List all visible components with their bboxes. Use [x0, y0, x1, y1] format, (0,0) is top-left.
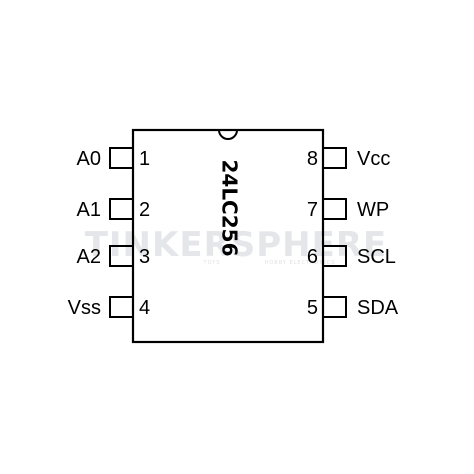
pin-6-lead [322, 245, 347, 267]
left-pins: 1 A0 2 A1 3 A2 4 Vss [68, 147, 150, 319]
pin-7-lead [322, 198, 347, 220]
pin-7-number: 7 [307, 199, 318, 221]
pin-7-label: WP [357, 199, 389, 221]
pin-5: 5 SDA [307, 296, 399, 319]
pin-1: 1 A0 [77, 147, 150, 170]
pin-4: 4 Vss [68, 296, 150, 319]
pin-2-number: 2 [139, 199, 150, 221]
pin-4-label: Vss [68, 297, 101, 319]
pin-8: 8 Vcc [307, 147, 390, 170]
watermark-sub-left: TOYS [203, 260, 221, 266]
chip-body: 24LC256 [131, 128, 325, 344]
pin-8-number: 8 [307, 148, 318, 170]
chip-outline [131, 128, 325, 344]
watermark-sub-right: HOBBY ELECTRONICS [265, 260, 336, 266]
pin-1-label: A0 [77, 148, 101, 170]
pin-6-label: SCL [357, 246, 396, 268]
pin-5-label: SDA [357, 297, 399, 319]
pin-8-lead [322, 147, 347, 169]
pin-5-number: 5 [307, 297, 318, 319]
orientation-notch [218, 129, 238, 140]
pin-2-lead [109, 198, 134, 220]
pin-6-number: 6 [307, 246, 318, 268]
pin-6: 6 SCL [307, 245, 396, 268]
pin-8-label: Vcc [357, 148, 390, 170]
pin-7: 7 WP [307, 198, 389, 221]
pin-5-lead [322, 296, 347, 318]
pin-2-label: A1 [77, 199, 101, 221]
pin-1-lead [109, 147, 134, 169]
chip-name: 24LC256 [218, 159, 242, 256]
pin-3-number: 3 [139, 246, 150, 268]
pin-3: 3 A2 [77, 245, 150, 268]
pin-4-lead [109, 296, 134, 318]
pin-2: 2 A1 [77, 198, 150, 221]
pin-1-number: 1 [139, 148, 150, 170]
pin-4-number: 4 [139, 297, 150, 319]
pin-3-lead [109, 245, 134, 267]
right-pins: 8 Vcc 7 WP 6 SCL 5 SDA [307, 147, 399, 319]
pin-3-label: A2 [77, 246, 101, 268]
